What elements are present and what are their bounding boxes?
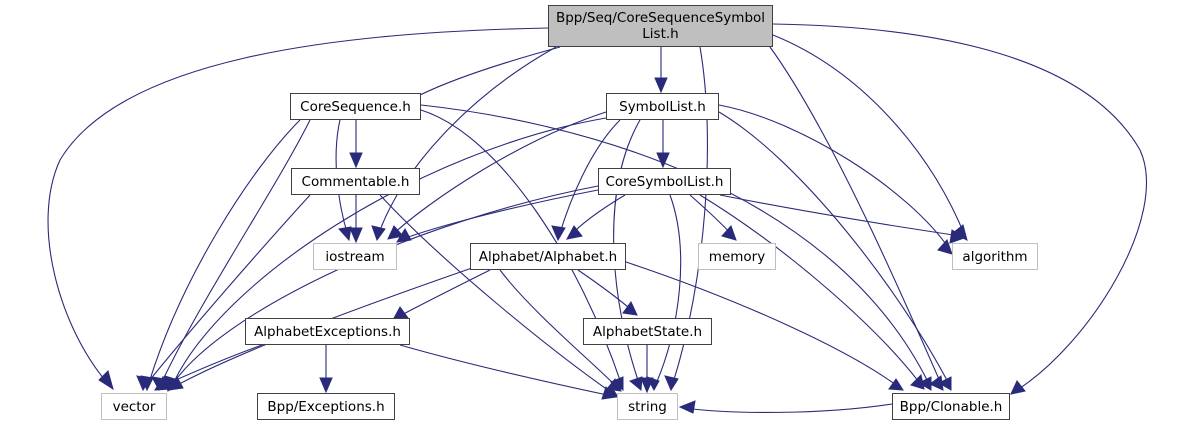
arrowhead-clonable-to-string <box>678 400 696 414</box>
edge-exceptions-to-string <box>399 344 613 397</box>
edge-alphabet-to-clonable <box>625 261 901 389</box>
arrowhead-exceptions-to-vector <box>154 375 170 391</box>
arrowhead-coresymbollist-to-iostream <box>396 228 412 243</box>
arrowhead-symbollist-to-iostream <box>387 225 404 240</box>
node-label-coresequence: CoreSequence.h <box>300 98 411 115</box>
node-label-bppclonable: Bpp/Clonable.h <box>899 398 1003 415</box>
arrowhead-coresymbollist-to-alphabet <box>566 225 583 240</box>
edge-root-to-coresequence <box>419 46 561 96</box>
edge-coresequence-to-vector-2 <box>159 119 311 387</box>
node-alphabetexceptions[interactable]: AlphabetExceptions.h <box>245 318 410 345</box>
arrowhead-alphabet-to-string <box>606 378 622 392</box>
arrowhead-coresymbollist-to-clonable <box>910 373 925 390</box>
node-label-memory: memory <box>708 248 766 265</box>
edge-root-to-algorithm <box>772 34 966 237</box>
arrowhead-state-to-string <box>640 377 654 394</box>
edge-clonable-to-string <box>683 403 893 413</box>
edge-symbollist-to-vector <box>171 117 607 387</box>
node-bppclonable[interactable]: Bpp/Clonable.h <box>892 393 1010 420</box>
arrowhead-exceptions-to-string <box>601 386 618 400</box>
arrowhead-coresequence-to-clonable <box>917 376 932 391</box>
arrowhead-exceptions-to-bppexceptions <box>319 377 333 394</box>
edge-root-to-clonable-mid <box>769 46 943 387</box>
node-string[interactable]: string <box>617 393 678 420</box>
arrowhead-root-to-iostream-left <box>371 225 386 242</box>
node-label-string: string <box>628 398 667 415</box>
arrowhead-symbollist-to-alphabet <box>551 225 566 242</box>
node-commentable[interactable]: Commentable.h <box>291 168 420 195</box>
node-label-commentable: Commentable.h <box>301 173 410 190</box>
node-label-alphabetexceptions: AlphabetExceptions.h <box>254 323 401 340</box>
arrowhead-alphabet-to-clonable <box>888 378 904 391</box>
arrowhead-commentable-to-iostream <box>349 227 363 244</box>
node-algorithm[interactable]: algorithm <box>952 243 1038 270</box>
arrowhead-symbollist-to-coresymbollist <box>656 152 670 169</box>
node-vector[interactable]: vector <box>101 393 167 420</box>
node-label-coresymbollist: CoreSymbolList.h <box>605 173 724 190</box>
node-coresymbollist[interactable]: CoreSymbolList.h <box>598 168 731 195</box>
edge-coresymbollist-to-alphabet <box>569 194 626 237</box>
arrowhead-coresequence-to-iostream <box>338 226 352 242</box>
edge-alphabet-to-string <box>499 269 619 389</box>
node-label-bppexceptions: Bpp/Exceptions.h <box>267 398 385 415</box>
edge-root-to-clonable-far <box>772 23 1147 393</box>
node-label-root: Bpp/Seq/CoreSequenceSymbol List.h <box>555 10 766 42</box>
node-symbollist[interactable]: SymbolList.h <box>606 93 719 120</box>
node-alphabet[interactable]: Alphabet/Alphabet.h <box>470 243 626 270</box>
arrowhead-root-to-string <box>664 375 679 392</box>
node-label-alphabet: Alphabet/Alphabet.h <box>478 248 618 265</box>
arrowhead-commentable-to-vector <box>136 375 151 392</box>
edge-commentable-to-string <box>379 194 616 396</box>
edge-coresymbollist-to-clonable <box>699 194 923 387</box>
node-label-algorithm: algorithm <box>962 248 1028 265</box>
node-label-vector: vector <box>112 398 156 415</box>
edge-coresymbollist-to-vector <box>169 185 599 389</box>
node-iostream[interactable]: iostream <box>313 243 397 270</box>
edge-symbollist-to-iostream <box>390 111 607 237</box>
arrowhead-alphabet-to-state <box>622 301 638 316</box>
arrowhead-symbollist-to-algorithm <box>937 239 953 255</box>
node-bppexceptions[interactable]: Bpp/Exceptions.h <box>257 393 395 420</box>
arrowhead-symbollist-to-clonable <box>937 376 952 391</box>
edge-symbollist-to-alphabet <box>558 119 621 237</box>
node-alphabetstate[interactable]: AlphabetState.h <box>583 318 712 345</box>
arrowhead-root-to-clonable-far <box>1010 380 1026 395</box>
edge-root-to-vector <box>47 27 549 387</box>
edge-coresymbollist-to-iostream <box>399 189 599 241</box>
node-label-iostream: iostream <box>325 248 385 265</box>
node-root[interactable]: Bpp/Seq/CoreSequenceSymbol List.h <box>548 5 773 47</box>
edge-alphabet-to-exceptions <box>395 269 491 319</box>
arrowhead-root-to-vector <box>98 370 114 391</box>
edge-root-to-iostream-left <box>377 46 557 237</box>
arrowhead-alphabet-to-vector <box>168 376 184 391</box>
arrowhead-coresequence-to-commentable <box>349 152 363 169</box>
node-coresequence[interactable]: CoreSequence.h <box>290 93 421 120</box>
edge-coresymbollist-to-string <box>654 194 682 387</box>
arrowhead-coresymbollist-to-algorithm <box>949 229 966 244</box>
edge-symbollist-to-clonable <box>718 111 951 387</box>
edge-coresymbollist-to-algorithm <box>719 194 961 237</box>
arrowhead-coresymbollist-to-memory <box>721 225 737 241</box>
arrowhead-symbollist-to-string <box>628 376 643 391</box>
node-label-symbollist: SymbolList.h <box>619 98 706 115</box>
node-label-alphabetstate: AlphabetState.h <box>592 323 703 340</box>
node-memory[interactable]: memory <box>698 243 776 270</box>
edge-alphabet-to-state <box>577 269 635 313</box>
edge-coresymbollist-to-memory <box>689 194 734 237</box>
edge-symbollist-to-algorithm <box>718 104 951 251</box>
edge-coresequence-to-vector <box>147 119 301 387</box>
edge-commentable-to-vector <box>144 194 311 387</box>
arrowhead-root-to-symbollist <box>654 77 668 94</box>
